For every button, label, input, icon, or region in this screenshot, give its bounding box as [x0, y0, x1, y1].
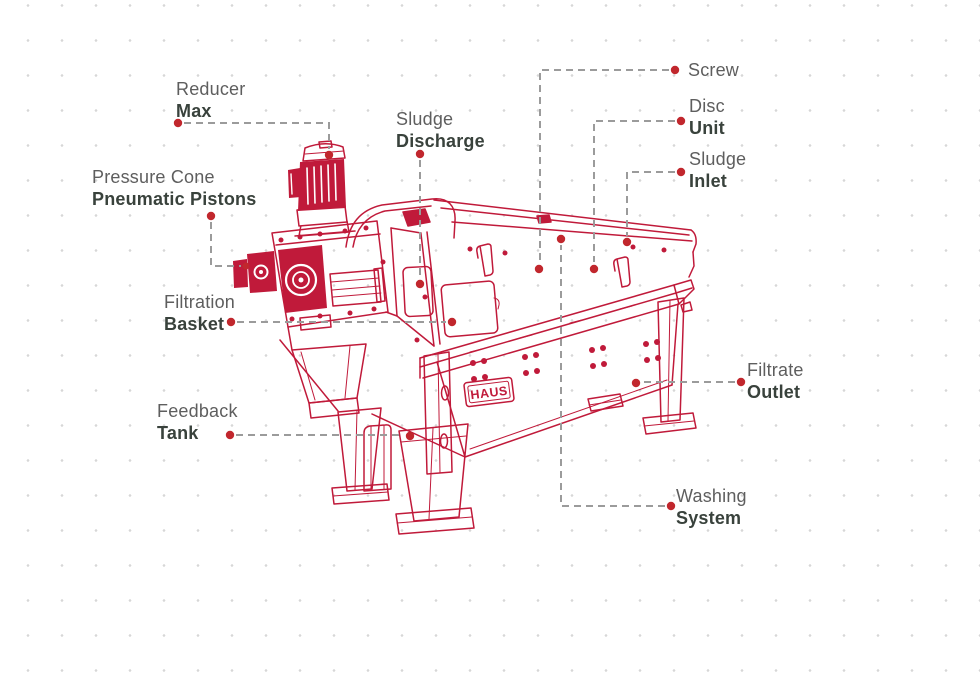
marker-dot: [226, 317, 236, 327]
leader-reducer-max: [184, 122, 330, 149]
marker-dot: [415, 149, 425, 159]
callout-sludge-inlet: Sludge Inlet: [689, 148, 746, 192]
marker-dot: [676, 116, 686, 126]
marker-dot: [405, 431, 415, 441]
marker-dot: [534, 264, 544, 274]
callout-line1: Feedback: [157, 401, 238, 421]
callout-reducer-max: Reducer Max: [176, 78, 245, 122]
callout-line2: Max: [176, 101, 212, 121]
marker-dot: [589, 264, 599, 274]
marker-dot: [415, 279, 425, 289]
callout-sludge-discharge: Sludge Discharge: [396, 108, 485, 152]
callout-line1: Disc: [689, 96, 725, 116]
marker-dot: [736, 377, 746, 387]
callout-filtrate-outlet: Filtrate Outlet: [747, 359, 804, 403]
callout-line1: Filtration: [164, 292, 236, 312]
callout-line1: Pressure Cone: [92, 167, 215, 187]
marker-dot: [666, 501, 676, 511]
marker-dots: [173, 65, 746, 511]
marker-dot: [206, 211, 216, 221]
callout-line2: Inlet: [689, 171, 728, 191]
marker-dot: [631, 378, 641, 388]
callout-line1: Screw: [688, 60, 740, 80]
marker-dot: [225, 430, 235, 440]
callout-washing-system: Washing System: [676, 485, 747, 529]
callout-line2: Outlet: [747, 382, 801, 402]
callout-line1: Reducer: [176, 79, 246, 99]
marker-dot: [676, 167, 686, 177]
callout-line1: Filtrate: [747, 360, 804, 380]
callout-feedback-tank: Feedback Tank: [157, 400, 238, 444]
leader-screw: [539, 69, 669, 262]
leader-sludge-inlet: [626, 171, 675, 236]
machine-body: HAUS: [287, 198, 697, 458]
marker-dot: [447, 317, 457, 327]
callout-line1: Washing: [676, 486, 747, 506]
machine-legs: [331, 297, 697, 535]
callout-line2: Pneumatic Pistons: [92, 189, 257, 209]
marker-dot: [556, 234, 566, 244]
callout-line2: Tank: [157, 423, 199, 443]
leader-washing-system: [560, 245, 665, 507]
callout-line2: Unit: [689, 118, 725, 138]
leader-pressure-cone: [210, 222, 241, 267]
marker-dot: [173, 118, 183, 128]
callout-filtration-basket: Filtration Basket: [164, 291, 235, 335]
callout-screw: Screw: [688, 59, 739, 81]
marker-dot: [324, 150, 334, 160]
callout-line2: Basket: [164, 314, 225, 334]
callout-line1: Sludge: [396, 109, 454, 129]
callout-line2: Discharge: [396, 131, 485, 151]
haus-logo-plate: HAUS: [463, 376, 515, 408]
marker-dot: [242, 262, 250, 270]
callout-line2: System: [676, 508, 742, 528]
callout-line1: Sludge: [689, 149, 747, 169]
marker-dot: [670, 65, 680, 75]
callout-disc-unit: Disc Unit: [689, 95, 725, 139]
callout-pressure-cone-pneumatic-pistons: Pressure Cone Pneumatic Pistons: [92, 166, 256, 210]
haus-logo-text: HAUS: [470, 384, 509, 402]
machine-motor: [288, 140, 356, 237]
leader-lines: [184, 69, 735, 507]
marker-dot: [622, 237, 632, 247]
leader-disc-unit: [593, 120, 675, 262]
